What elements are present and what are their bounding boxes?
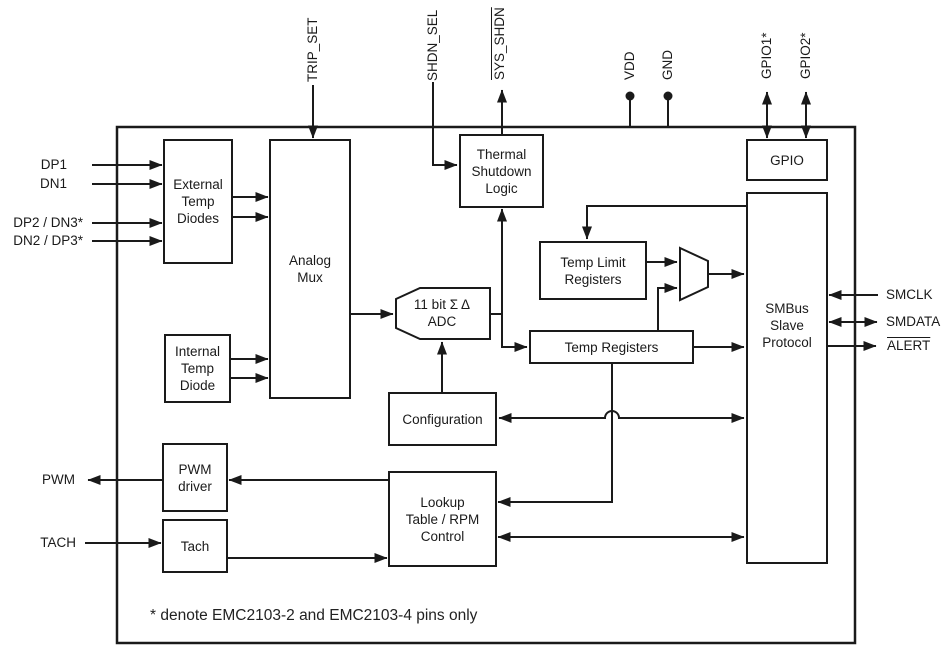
alert-pin-label: ALERT (887, 338, 931, 353)
analog-mux-block (269, 139, 351, 399)
temp-registers-block (529, 330, 694, 364)
pwm-pin-label: PWM (42, 472, 75, 487)
gnd-dot (663, 91, 673, 101)
tach-block (162, 519, 228, 573)
sys-shdn-pin-label: SYS_SHDN (492, 7, 507, 80)
mux2-block (679, 246, 709, 302)
external-temp-diodes-block (163, 139, 233, 264)
tempreg-to-lookup-wire (497, 363, 613, 507)
temp-limit-registers-block (539, 241, 647, 300)
dn1-pin-label: DN1 (39, 176, 67, 191)
smbus-to-templimit-wire (582, 205, 747, 240)
vdd-dot (625, 91, 635, 101)
dn2-dp3-pin-label: DN2 / DP3* (13, 233, 83, 248)
dp1-pin-label: DP1 (40, 157, 67, 172)
shdn-sel-wire (432, 82, 458, 170)
thermal-shutdown-block (459, 134, 544, 208)
shdn-sel-pin-label: SHDN_SEL (425, 9, 440, 81)
smdata-pin-label: SMDATA (886, 314, 941, 329)
tach-pin-label: TACH (40, 535, 76, 550)
vdd-pin-label: VDD (622, 51, 637, 80)
internal-temp-diode-block (164, 334, 231, 403)
gnd-pin-label: GND (660, 50, 675, 80)
smbus-block (746, 192, 828, 564)
gpio-block (746, 139, 828, 181)
lookup-block (388, 471, 497, 567)
smclk-pin-label: SMCLK (886, 287, 933, 302)
adc-to-tempreg-wire (501, 314, 528, 352)
footnote: * denote EMC2103-2 and EMC2103-4 pins on… (150, 607, 478, 624)
dp2-dn3-pin-label: DP2 / DN3* (13, 215, 83, 230)
pwm-driver-block (162, 443, 228, 512)
trip-set-pin-label: TRIP_SET (305, 17, 320, 82)
chip-outline (115, 125, 857, 645)
gpio2-pin-label: GPIO2* (798, 32, 813, 79)
gpio1-pin-label: GPIO1* (759, 32, 774, 79)
config-smbus-bus-wire (498, 410, 745, 423)
configuration-block (388, 392, 497, 446)
tempreg-to-mux2-wire (657, 283, 678, 331)
adc-block (395, 287, 491, 340)
